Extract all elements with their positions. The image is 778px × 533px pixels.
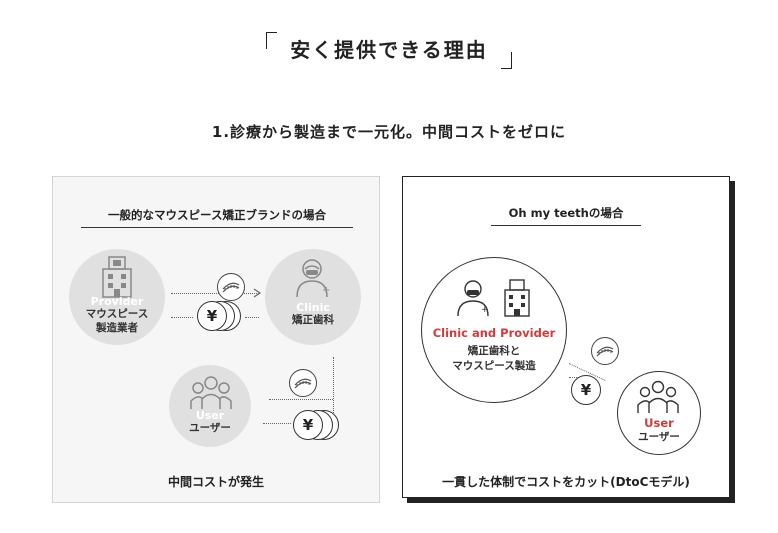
typical-brand-panel: 一般的なマウスピース矯正ブランドの場合 Provider マウスピース 製造業者… (52, 176, 380, 503)
aligner-tray-coin-direct (591, 337, 619, 365)
svg-text:+: + (322, 285, 330, 296)
provider-label-line2: 製造業者 (96, 322, 138, 334)
clinic-to-user-arrow-horizontal (269, 399, 333, 400)
svg-text:+: + (481, 305, 489, 315)
users-icon (637, 380, 679, 413)
doctor-icon: + (296, 259, 330, 298)
oh-my-teeth-panel-title: Oh my teethの場合 (491, 205, 641, 226)
payment-arrow-tail (245, 317, 259, 318)
user-circle: User ユーザー (169, 365, 251, 447)
arrow-right-icon (253, 288, 262, 298)
aligner-tray-icon (222, 282, 240, 293)
heading-bracket-open (266, 32, 277, 49)
clinic-and-provider-label-line1: 矯正歯科と (467, 345, 521, 357)
page-title: 安く提供できる理由 (290, 38, 488, 62)
clinic-and-provider-label-line2: マウスピース製造 (452, 360, 536, 372)
doctor-icon: + (457, 280, 489, 317)
oh-my-teeth-caption: 一貫した体制でコストをカット(DtoCモデル) (442, 475, 690, 489)
user-label-ja: ユーザー (189, 422, 231, 434)
clinic-and-provider-label-en: Clinic and Provider (432, 326, 556, 340)
clinic-circle: + Clinic 矯正歯科 (265, 249, 361, 345)
factory-icon (102, 256, 132, 298)
aligner-tray-coin-user (289, 369, 317, 397)
user-circle-direct: User ユーザー (617, 371, 701, 455)
typical-brand-panel-title: 一般的なマウスピース矯正ブランドの場合 (81, 207, 353, 228)
clinic-to-user-arrow-vertical (333, 357, 334, 417)
yen-coin: ¥ (197, 301, 227, 331)
yen-coin-direct: ¥ (571, 375, 601, 405)
yen-coin-user: ¥ (293, 410, 323, 440)
typical-brand-caption: 中間コストが発生 (167, 475, 264, 489)
provider-label-line1: マウスピース (85, 308, 149, 320)
clinic-and-provider-circle: + Clinic and Provider 矯正歯科と マウスピース製造 (421, 257, 567, 403)
provider-to-clinic-arrow (171, 293, 259, 294)
user-label-en: User (195, 409, 225, 422)
aligner-tray-coin (217, 273, 245, 301)
user-to-clinic-payment-arrow (263, 423, 291, 424)
clinic-to-provider-payment-arrow (171, 317, 193, 318)
user-label-en-direct: User (644, 416, 674, 430)
clinic-label-en: Clinic (296, 301, 330, 314)
aligner-tray-icon (596, 346, 614, 357)
users-icon (190, 376, 232, 409)
provider-circle: Provider マウスピース 製造業者 (69, 249, 165, 345)
user-label-ja-direct: ユーザー (638, 431, 680, 443)
page-subtitle: 1.診療から製造まで一元化。中間コストをゼロに (211, 123, 567, 141)
clinic-label-ja: 矯正歯科 (292, 314, 334, 326)
oh-my-teeth-panel: Oh my teethの場合 + Clinic and Provider 矯正歯… (402, 176, 730, 498)
aligner-tray-icon (294, 378, 312, 389)
provider-label-en: Provider (90, 295, 144, 308)
factory-icon (504, 279, 530, 317)
heading-bracket-close (501, 52, 512, 69)
